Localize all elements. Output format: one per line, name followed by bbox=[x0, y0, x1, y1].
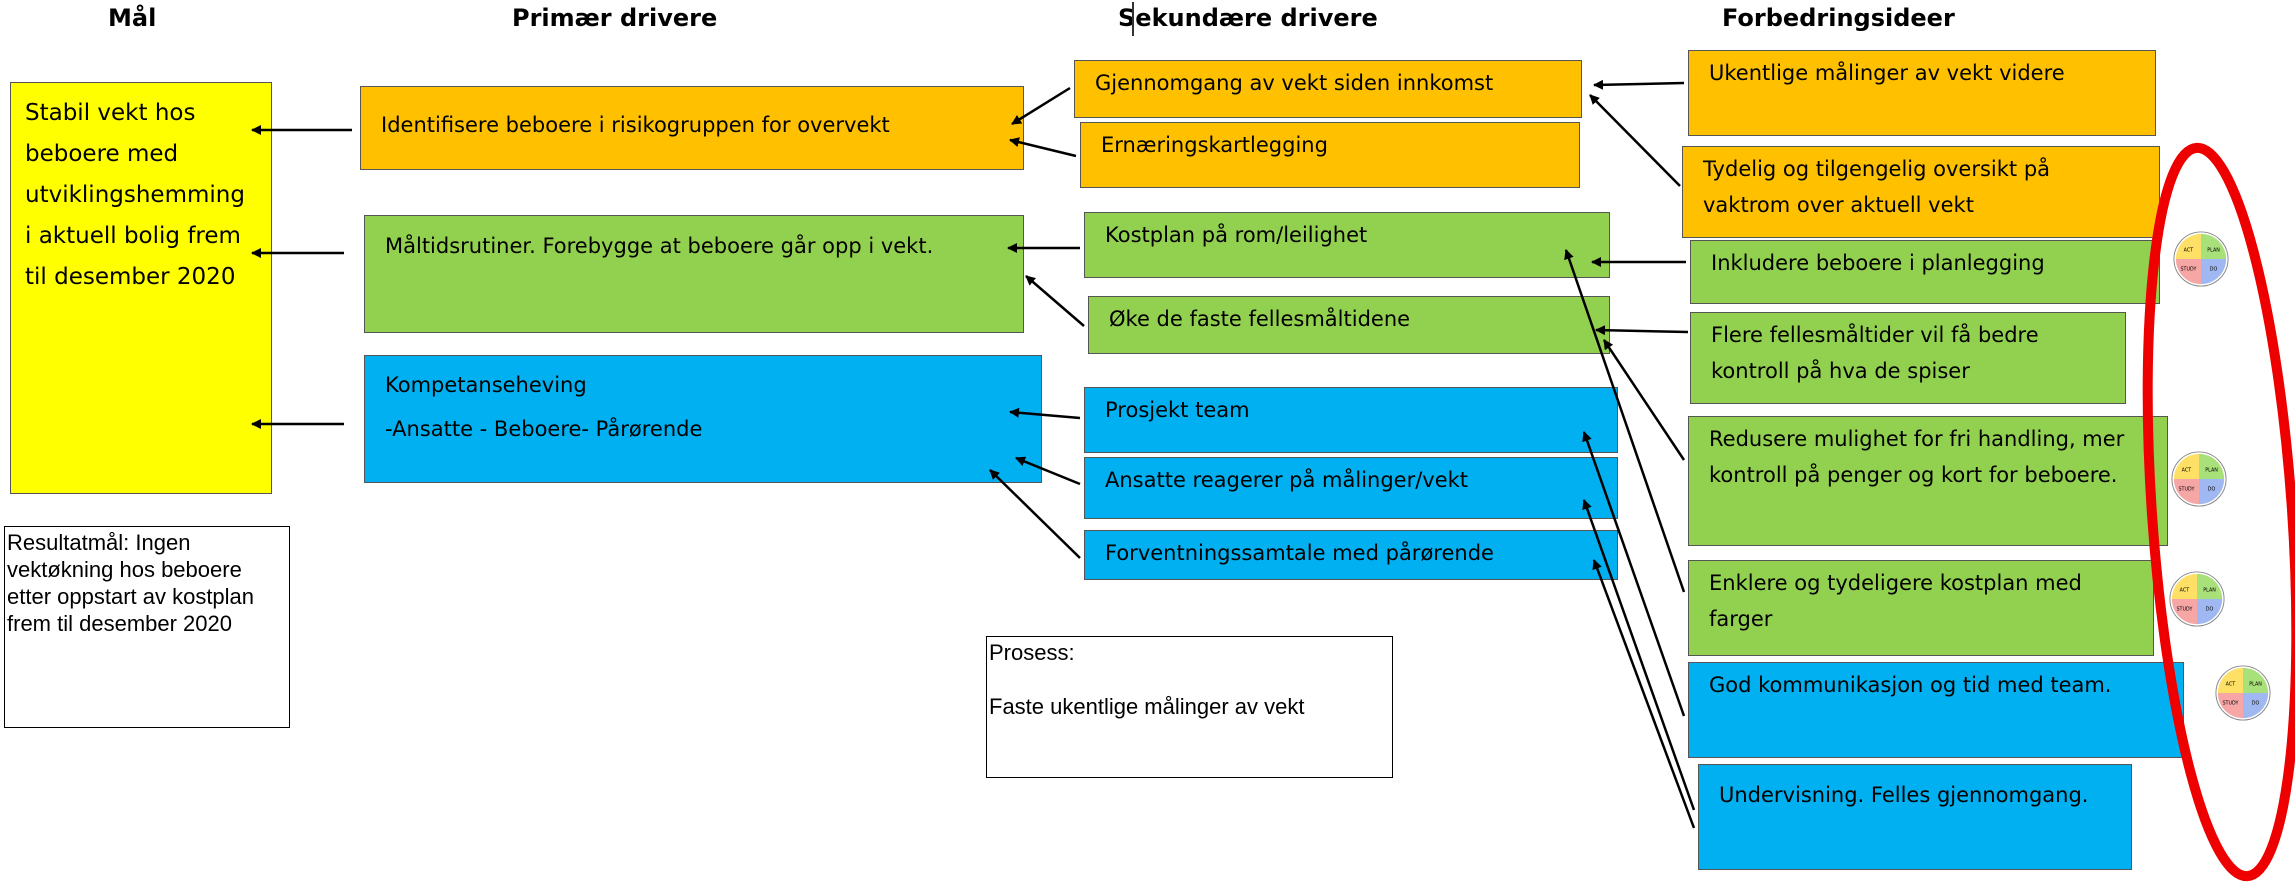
secondary-driver-common-meals[interactable]: Øke de faste fellesmåltidene bbox=[1088, 296, 1610, 354]
pdsa-study-label: STUDY bbox=[2178, 487, 2194, 493]
pdsa-plan-label: PLAN bbox=[2203, 587, 2216, 593]
pdsa-study-label: STUDY bbox=[2176, 607, 2192, 613]
pdsa-study-label: STUDY bbox=[2222, 701, 2238, 707]
secondary-driver-staff-react[interactable]: Ansatte reagerer på målinger/vekt bbox=[1084, 457, 1618, 519]
pdsa-act-label: ACT bbox=[2184, 247, 2194, 253]
idea-weekly-measurements[interactable]: Ukentlige målinger av vekt videre bbox=[1688, 50, 2156, 136]
arrow bbox=[1593, 79, 1685, 90]
pdsa-plan-label: PLAN bbox=[2207, 247, 2220, 253]
idea-communication-team[interactable]: God kommunikasjon og tid med team. bbox=[1688, 662, 2184, 758]
secondary-driver-relatives-talk[interactable]: Forventningssamtale med pårørende bbox=[1084, 530, 1618, 580]
idea-teaching-review[interactable]: Undervisning. Felles gjennomgang. bbox=[1698, 764, 2132, 870]
pdsa-act-label: ACT bbox=[2180, 587, 2190, 593]
pdsa-do-label: DO bbox=[2210, 267, 2218, 273]
idea-overview-staff-room[interactable]: Tydelig og tilgengelig oversikt på vaktr… bbox=[1682, 146, 2160, 238]
primary-driver-meal-routines[interactable]: Måltidsrutiner. Forebygge at beboere går… bbox=[364, 215, 1024, 333]
pdsa-act-label: ACT bbox=[2226, 681, 2236, 687]
pdsa-study-label: STUDY bbox=[2180, 267, 2196, 273]
process-box[interactable]: Prosess: Faste ukentlige målinger av vek… bbox=[986, 636, 1393, 778]
pdsa-cycle-icon: ACT PLAN STUDY DO bbox=[2173, 231, 2229, 287]
primary-driver-competence[interactable]: Kompetanseheving -Ansatte - Beboere- Pår… bbox=[364, 355, 1042, 483]
pdsa-plan-label: PLAN bbox=[2249, 681, 2262, 687]
secondary-driver-nutrition-mapping[interactable]: Ernæringskartlegging bbox=[1080, 122, 1580, 188]
pdsa-cycle-icon: ACT PLAN STUDY DO bbox=[2171, 451, 2227, 507]
arrow bbox=[1592, 559, 1696, 829]
secondary-driver-weight-review[interactable]: Gjennomgang av vekt siden innkomst bbox=[1074, 60, 1582, 118]
idea-include-residents[interactable]: Inkludere beboere i planlegging bbox=[1690, 240, 2160, 304]
arrow bbox=[1589, 94, 1681, 187]
primary-driver-risk-group[interactable]: Identifisere beboere i risikogruppen for… bbox=[360, 86, 1024, 170]
pdsa-plan-label: PLAN bbox=[2205, 467, 2218, 473]
pdsa-act-label: ACT bbox=[2182, 467, 2192, 473]
pdsa-cycle-icon: ACT PLAN STUDY DO bbox=[2215, 665, 2271, 721]
goal-box[interactable]: Stabil vekt hos beboere med utviklingshe… bbox=[10, 82, 272, 494]
secondary-driver-project-team[interactable]: Prosjekt team bbox=[1084, 387, 1618, 453]
pdsa-do-label: DO bbox=[2252, 701, 2260, 707]
secondary-driver-meal-plan-room[interactable]: Kostplan på rom/leilighet bbox=[1084, 212, 1610, 278]
header-secondary-drivers: Sekundære drivere bbox=[1118, 4, 1378, 32]
pdsa-cycle-icon: ACT PLAN STUDY DO bbox=[2169, 571, 2225, 627]
header-primary-drivers: Primær drivere bbox=[512, 4, 718, 32]
arrow bbox=[989, 469, 1081, 559]
header-goal: Mål bbox=[108, 4, 157, 32]
idea-simpler-meal-plan[interactable]: Enklere og tydeligere kostplan med farge… bbox=[1688, 560, 2154, 656]
pdsa-do-label: DO bbox=[2208, 487, 2216, 493]
text-cursor bbox=[1132, 2, 1134, 36]
idea-more-common-meals[interactable]: Flere fellesmåltider vil få bedre kontro… bbox=[1690, 312, 2126, 404]
header-improvement-ideas: Forbedringsideer bbox=[1722, 4, 1955, 32]
idea-reduce-free-shopping[interactable]: Redusere mulighet for fri handling, mer … bbox=[1688, 416, 2168, 546]
arrow bbox=[1025, 275, 1085, 327]
pdsa-do-label: DO bbox=[2206, 607, 2214, 613]
result-goal-box[interactable]: Resultatmål: Ingen vektøkning hos beboer… bbox=[4, 526, 290, 728]
